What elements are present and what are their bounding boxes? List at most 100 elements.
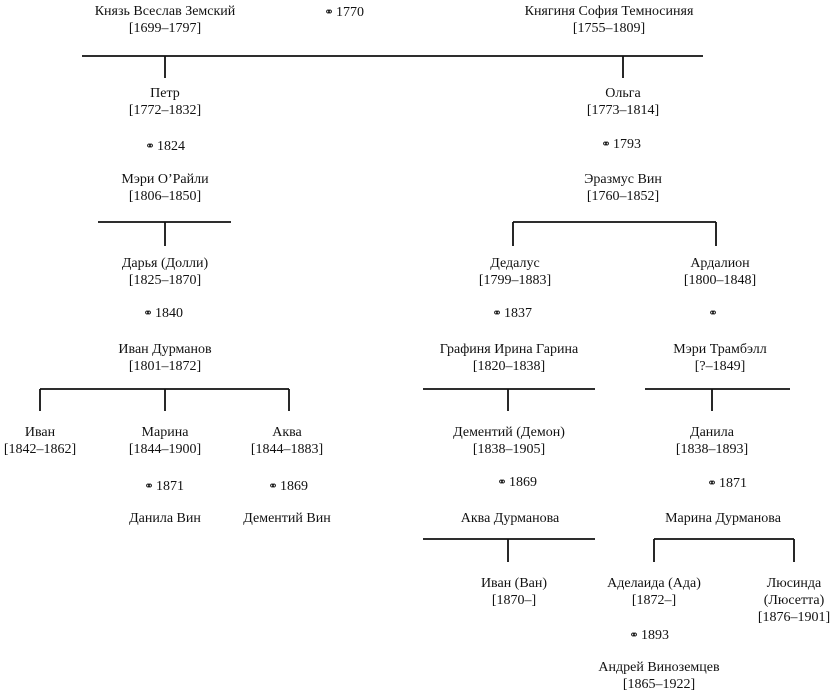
person-dementiy: Дементий (Демон) [1838–1905] xyxy=(453,424,565,458)
person-dates: [1825–1870] xyxy=(128,273,202,288)
person-name: Аква xyxy=(272,425,302,440)
marriage-rings-icon: ⚭ xyxy=(707,306,718,320)
person-name: Дементий Вин xyxy=(243,511,331,526)
person-dates: [1801–1872] xyxy=(128,359,202,374)
person-aqua: Аква [1844–1883] xyxy=(251,424,323,458)
marriage-danila-marina: ⚭1871 xyxy=(707,475,747,492)
marriage-ada-andrey: ⚭1893 xyxy=(629,627,669,644)
marriage-rings-icon: ⚭ xyxy=(496,475,507,489)
marriage-olga-erazmus: ⚭1793 xyxy=(601,136,641,153)
marriage-rings-icon: ⚭ xyxy=(706,476,717,490)
person-dates: [1842–1862] xyxy=(3,442,77,457)
person-dates: [1872–] xyxy=(631,593,677,608)
marriage-rings-icon: ⚭ xyxy=(144,139,155,153)
marriage-rings-icon: ⚭ xyxy=(628,628,639,642)
person-name: Андрей Виноземцев xyxy=(598,660,720,675)
person-name-alt: (Люсетта) xyxy=(763,593,825,608)
marriage-year: 1893 xyxy=(641,628,670,643)
marriage-year: 1871 xyxy=(156,479,185,494)
person-mary-trumbull: Мэри Трамбэлл [?–1849] xyxy=(673,341,766,375)
person-name: Дементий (Демон) xyxy=(453,425,565,440)
person-danila-vin: Данила Вин xyxy=(129,510,201,527)
person-name: Данила Вин xyxy=(129,511,201,526)
marriage-year: 1770 xyxy=(336,5,365,20)
person-marina: Марина [1844–1900] xyxy=(129,424,201,458)
person-dates: [1773–1814] xyxy=(586,103,660,118)
person-ada: Аделаида (Ада) [1872–] xyxy=(607,575,701,609)
marriage-year: 1840 xyxy=(155,306,184,321)
person-ardalion: Ардалион [1800–1848] xyxy=(684,255,756,289)
person-dates: [1876–1901] xyxy=(757,610,831,625)
person-ivan: Иван [1842–1862] xyxy=(4,424,76,458)
person-mary-oreilly: Мэри О’Райли [1806–1850] xyxy=(121,171,208,205)
person-name: Ардалион xyxy=(690,256,750,271)
person-name: Мэри Трамбэлл xyxy=(673,342,767,357)
marriage-year: 1869 xyxy=(509,475,538,490)
person-name: Ольга xyxy=(605,86,641,101)
person-name: Эразмус Вин xyxy=(584,172,662,187)
person-dates: [1838–1905] xyxy=(472,442,546,457)
marriage-ardalion-mary: ⚭ xyxy=(708,305,720,322)
marriage-rings-icon: ⚭ xyxy=(267,479,278,493)
person-sofia: Княгиня София Темносиняя [1755–1809] xyxy=(525,3,694,37)
person-dates: [1820–1838] xyxy=(472,359,546,374)
person-andrey: Андрей Виноземцев [1865–1922] xyxy=(598,659,719,693)
marriage-dementiy-aqua: ⚭1869 xyxy=(497,474,537,491)
person-dates: [1799–1883] xyxy=(478,273,552,288)
person-name: Иван Дурманов xyxy=(118,342,212,357)
person-dates: [1699–1797] xyxy=(128,21,202,36)
person-name: Мэри О’Райли xyxy=(121,172,209,187)
marriage-rings-icon: ⚭ xyxy=(491,306,502,320)
marriage-zemsky-sofia: ⚭1770 xyxy=(324,4,364,21)
person-name: Княгиня София Темносиняя xyxy=(524,4,694,19)
marriage-aqua-dementiy-vin: ⚭1869 xyxy=(268,478,308,495)
person-name: Иван (Ван) xyxy=(480,576,548,591)
marriage-rings-icon: ⚭ xyxy=(600,137,611,151)
marriage-year: 1793 xyxy=(613,137,642,152)
person-name: Графиня Ирина Гарина xyxy=(439,342,579,357)
person-zemsky: Князь Всеслав Земский [1699–1797] xyxy=(95,3,236,37)
marriage-dedalus-irina: ⚭1837 xyxy=(492,305,532,322)
person-darya: Дарья (Долли) [1825–1870] xyxy=(122,255,208,289)
person-dates: [1870–] xyxy=(491,593,537,608)
marriage-year: 1869 xyxy=(280,479,309,494)
person-dates: [1755–1809] xyxy=(572,21,646,36)
person-name: Аделаида (Ада) xyxy=(607,576,701,591)
person-name: Аква Дурманова xyxy=(460,511,560,526)
person-dates: [?–1849] xyxy=(694,359,746,374)
person-dates: [1800–1848] xyxy=(683,273,757,288)
person-lucinda: Люсинда (Люсетта) [1876–1901] xyxy=(758,575,830,626)
person-dedalus: Дедалус [1799–1883] xyxy=(479,255,551,289)
person-dates: [1865–1922] xyxy=(622,677,696,692)
marriage-marina-danila-vin: ⚭1871 xyxy=(144,478,184,495)
person-dates: [1844–1883] xyxy=(250,442,324,457)
person-aqua-durmanova: Аква Дурманова xyxy=(461,510,560,527)
marriage-darya-ivan: ⚭1840 xyxy=(143,305,183,322)
person-dates: [1760–1852] xyxy=(586,189,660,204)
person-olga: Ольга [1773–1814] xyxy=(587,85,659,119)
marriage-year: 1837 xyxy=(504,306,533,321)
marriage-rings-icon: ⚭ xyxy=(143,479,154,493)
marriage-year: 1824 xyxy=(157,139,186,154)
person-name: Люсинда xyxy=(766,576,822,591)
person-name: Марина Дурманова xyxy=(665,511,781,526)
person-dates: [1772–1832] xyxy=(128,103,202,118)
person-name: Марина xyxy=(141,425,189,440)
person-van: Иван (Ван) [1870–] xyxy=(481,575,547,609)
person-petr: Петр [1772–1832] xyxy=(129,85,201,119)
person-dementiy-vin: Дементий Вин xyxy=(243,510,330,527)
person-marina-durmanova: Марина Дурманова xyxy=(665,510,781,527)
person-name: Петр xyxy=(150,86,180,101)
person-name: Иван xyxy=(24,425,56,440)
marriage-rings-icon: ⚭ xyxy=(142,306,153,320)
person-dates: [1838–1893] xyxy=(675,442,749,457)
person-name: Дарья (Долли) xyxy=(121,256,209,271)
person-danila: Данила [1838–1893] xyxy=(676,424,748,458)
person-name: Данила xyxy=(690,425,734,440)
person-dates: [1806–1850] xyxy=(128,189,202,204)
person-dates: [1844–1900] xyxy=(128,442,202,457)
person-name: Князь Всеслав Земский xyxy=(94,4,236,19)
marriage-rings-icon: ⚭ xyxy=(323,5,334,19)
